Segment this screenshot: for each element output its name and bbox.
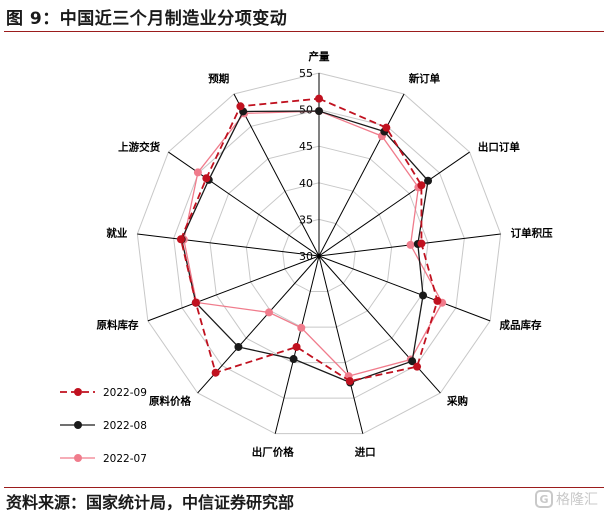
axis-label-7: 出厂价格 (252, 445, 294, 458)
grid-ring-45 (209, 145, 429, 364)
axis-line-2 (318, 151, 470, 257)
grid-ring-40 (245, 182, 393, 328)
axis-line-4 (318, 255, 491, 322)
axis-label-4: 成品库存 (499, 318, 541, 331)
watermark-logo-icon: G (535, 490, 553, 508)
axis-label-10: 就业 (106, 227, 127, 240)
point-2022-09-8 (211, 368, 220, 377)
tick-label-30: 30 (299, 250, 313, 263)
footer-divider (4, 487, 604, 488)
title-divider (4, 31, 604, 32)
point-2022-09-5 (413, 362, 422, 371)
axis-line-6 (318, 255, 364, 434)
radar-ticks: 30 35 40 45 50 55 (299, 67, 313, 263)
source-note: 资料来源：国家统计局，中信证券研究部 (6, 493, 295, 512)
point-2022-09-1 (382, 123, 391, 132)
grid-ring-50 (173, 109, 465, 399)
axis-label-3: 订单积压 (511, 227, 553, 240)
grid-ring-35 (282, 218, 356, 293)
legend-item-2022-08: 2022-08 (60, 420, 147, 432)
point-2022-09-6 (345, 377, 354, 386)
axis-line-1 (318, 93, 405, 257)
point-2022-09-12 (236, 102, 245, 111)
legend-swatch-marker (74, 454, 82, 462)
radar-axes (137, 73, 501, 434)
series-2022-09 (176, 94, 442, 386)
point-2022-09-3 (417, 239, 426, 248)
watermark: G 格隆汇 (535, 489, 598, 509)
point-2022-08-4 (419, 291, 428, 300)
axis-line-11 (168, 151, 320, 257)
point-2022-09-7 (292, 342, 301, 351)
series-line-2022-07 (183, 110, 443, 377)
point-2022-08-8 (234, 342, 243, 351)
axis-label-8: 原料价格 (149, 394, 191, 407)
point-2022-08-5 (408, 357, 417, 366)
point-2022-07-3 (406, 240, 415, 249)
point-2022-09-10 (176, 235, 185, 244)
series-line-2022-08 (180, 110, 429, 384)
tick-label-40: 40 (299, 177, 313, 190)
axis-label-12: 预期 (208, 72, 229, 85)
axis-line-5 (318, 255, 441, 394)
tick-label-55: 55 (299, 67, 313, 80)
legend: 2022-09 2022-08 2022-07 (60, 387, 147, 465)
point-2022-08-7 (289, 355, 298, 364)
point-2022-08-2 (424, 176, 433, 185)
radar-grid (136, 72, 502, 435)
axis-label-11: 上游交货 (118, 140, 160, 153)
axis-line-9 (147, 255, 320, 322)
axis-label-6: 进口 (355, 445, 376, 458)
point-2022-09-0 (315, 94, 323, 103)
point-2022-07-7 (297, 323, 306, 332)
legend-swatch-marker (74, 421, 82, 429)
axis-label-0: 产量 (309, 50, 330, 63)
tick-label-35: 35 (299, 213, 313, 226)
axis-line-12 (233, 93, 320, 257)
legend-label: 2022-07 (103, 453, 147, 465)
point-2022-07-11 (193, 168, 202, 177)
point-2022-09-4 (433, 296, 442, 305)
series-line-2022-09 (179, 97, 439, 383)
point-2022-09-9 (191, 298, 200, 307)
chart-title: 图 9：中国近三个月制造业分项变动 (6, 9, 288, 29)
tick-label-50: 50 (299, 104, 313, 117)
axis-label-5: 采购 (446, 394, 468, 407)
point-2022-07-8 (265, 308, 274, 317)
point-2022-09-11 (202, 174, 211, 183)
tick-label-45: 45 (299, 140, 313, 153)
axis-label-1: 新订单 (409, 72, 441, 85)
axis-label-9: 原料库存 (97, 318, 139, 331)
legend-swatch-marker (74, 388, 82, 396)
point-2022-09-2 (417, 181, 426, 190)
point-2022-08-0 (315, 107, 323, 116)
legend-label: 2022-08 (103, 420, 147, 432)
radar-series (176, 94, 447, 387)
legend-label: 2022-09 (103, 387, 147, 399)
grid-ring-55 (136, 72, 502, 435)
series-2022-08 (177, 107, 433, 387)
watermark-text: 格隆汇 (556, 492, 598, 508)
axis-line-10 (137, 233, 320, 257)
axis-label-2: 出口订单 (478, 140, 520, 153)
legend-item-2022-09: 2022-09 (60, 387, 147, 399)
legend-item-2022-07: 2022-07 (60, 453, 147, 465)
